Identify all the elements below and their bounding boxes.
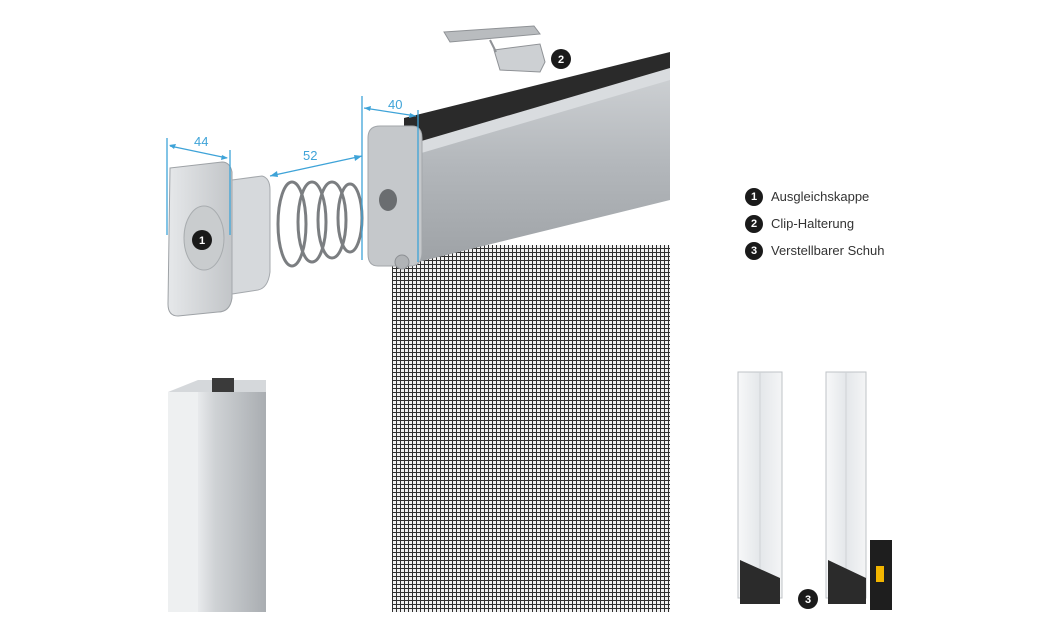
cassette-housing <box>367 52 670 270</box>
svg-text:1: 1 <box>199 235 205 247</box>
legend-number-badge: 1 <box>745 187 763 206</box>
compensation-spring <box>276 180 364 268</box>
dimension-40-label: 40 <box>388 97 402 112</box>
legend-item-cap: 1 Ausgleichskappe <box>745 183 884 210</box>
svg-text:2: 2 <box>558 54 564 66</box>
dimension-44-label: 44 <box>194 134 208 149</box>
svg-text:3: 3 <box>805 594 811 606</box>
legend-item-shoe: 3 Verstellbarer Schuh <box>745 237 884 264</box>
brush-seal <box>404 52 670 142</box>
legend-number-badge: 2 <box>745 214 763 233</box>
dimension-40: 40 <box>361 96 419 262</box>
marker-2: 2 <box>551 49 571 69</box>
legend-label: Ausgleichskappe <box>771 189 870 204</box>
marker-3: 3 <box>798 589 818 609</box>
legend-label: Clip-Halterung <box>771 216 855 231</box>
clip-bracket <box>443 25 546 73</box>
adjustable-shoe-right <box>825 371 892 610</box>
dimension-44: 44 <box>166 134 231 235</box>
marker-1: 1 <box>192 230 212 250</box>
legend-label: Verstellbarer Schuh <box>771 243 885 258</box>
legend-number-badge: 3 <box>745 241 763 260</box>
legend-item-clip: 2 Clip-Halterung <box>745 210 884 237</box>
dimension-52: 52 <box>269 148 363 177</box>
guide-rail-post <box>168 378 266 612</box>
insect-screen-mesh <box>392 245 670 612</box>
parts-legend: 1 Ausgleichskappe 2 Clip-Halterung 3 Ver… <box>745 183 884 264</box>
compensation-cap <box>167 161 271 317</box>
dimension-52-label: 52 <box>303 148 317 163</box>
adjustable-shoe-left <box>737 371 783 604</box>
